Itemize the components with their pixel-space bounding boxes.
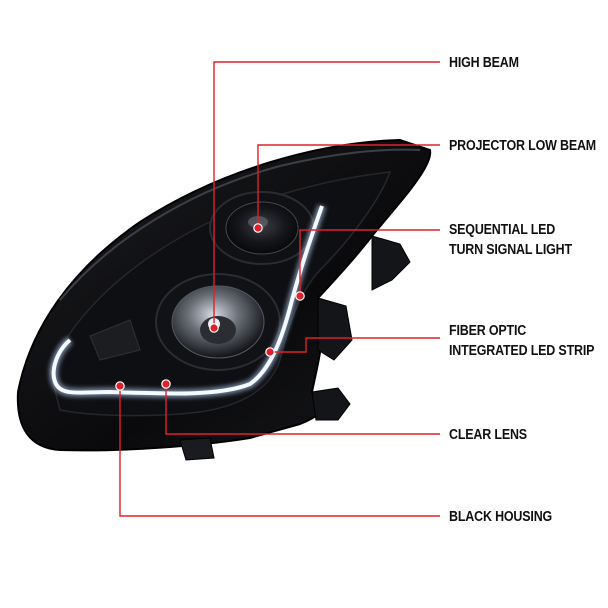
reflector-detail — [89, 319, 141, 361]
label-high-beam: HIGH BEAM — [449, 53, 519, 73]
label-projector-low-beam-text: PROJECTOR LOW BEAM — [449, 138, 597, 154]
label-fiber-optic-line2: INTEGRATED LED STRIP — [449, 343, 595, 359]
projector-low-beam-lamp — [155, 273, 281, 371]
label-sequential-led: SEQUENTIAL LED TURN SIGNAL LIGHT — [449, 220, 572, 260]
leader-lines — [119, 61, 440, 517]
label-clear-lens: CLEAR LENS — [449, 425, 527, 445]
mounting-bracket — [317, 297, 353, 361]
dot-clear-lens — [161, 379, 171, 389]
label-fiber-optic-line1: FIBER OPTIC — [449, 323, 527, 339]
leader-line-clear-lens — [165, 384, 440, 435]
leader-line-high-beam — [213, 61, 440, 328]
label-sequential-led-line1: SEQUENTIAL LED — [449, 222, 556, 238]
leader-line-sequential-led — [299, 229, 440, 296]
label-high-beam-text: HIGH BEAM — [449, 55, 519, 71]
label-clear-lens-text: CLEAR LENS — [449, 427, 527, 443]
label-fiber-optic: FIBER OPTIC INTEGRATED LED STRIP — [449, 321, 594, 361]
label-projector-low-beam: PROJECTOR LOW BEAM — [449, 136, 596, 156]
dot-high-beam — [209, 323, 219, 333]
leader-line-black-housing — [119, 386, 440, 517]
label-black-housing: BLACK HOUSING — [449, 507, 552, 527]
mounting-tab — [179, 437, 215, 461]
dot-projector-low-beam — [253, 223, 263, 233]
mounting-bracket — [371, 235, 411, 291]
callout-dots — [115, 223, 305, 391]
label-black-housing-text: BLACK HOUSING — [449, 509, 553, 525]
leader-line-projector-low-beam — [257, 144, 440, 228]
lens-edge-highlight — [59, 148, 421, 301]
dot-sequential-led — [295, 291, 305, 301]
mounting-bracket — [311, 387, 351, 421]
label-sequential-led-line2: TURN SIGNAL LIGHT — [449, 242, 572, 258]
dot-black-housing — [115, 381, 125, 391]
dot-fiber-optic — [265, 347, 275, 357]
leader-line-fiber-optic — [270, 337, 440, 353]
led-strip — [51, 205, 324, 396]
